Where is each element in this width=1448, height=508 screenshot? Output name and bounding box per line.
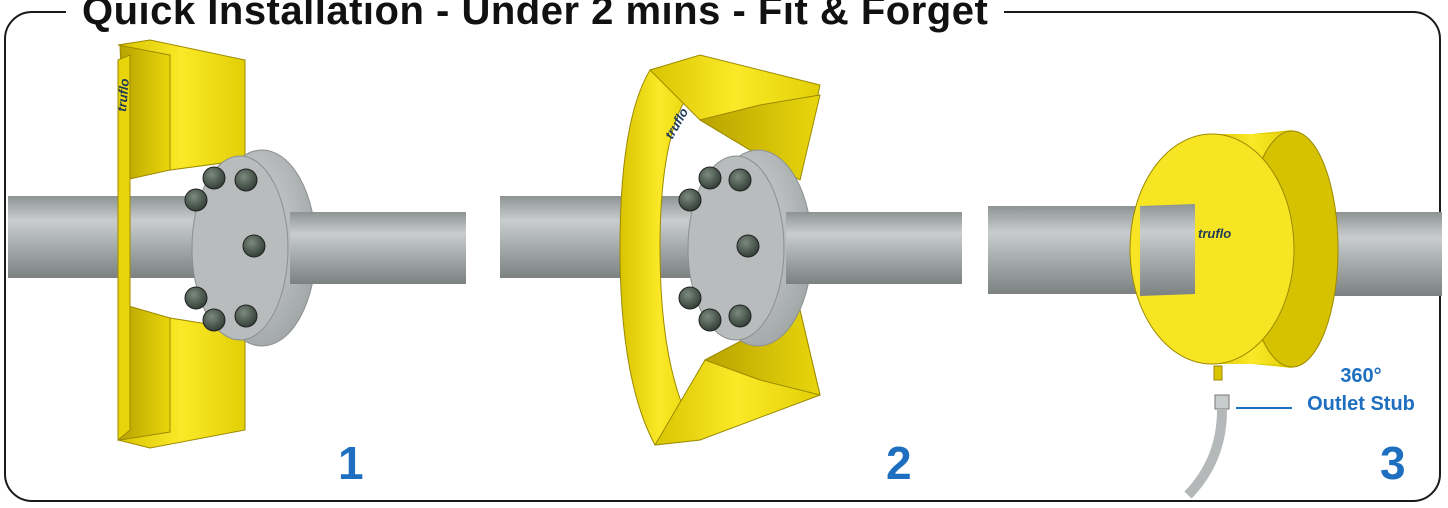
step-number-1: 1 xyxy=(338,437,364,489)
step-number-3: 3 xyxy=(1380,437,1406,489)
panel-frame: Quick Installation - Under 2 mins - Fit … xyxy=(4,0,1441,502)
brand-mark: truflo xyxy=(1198,226,1231,241)
brand-mark: truflo xyxy=(114,78,132,112)
step-3-illustration: truflo xyxy=(988,130,1442,499)
flange-bolts xyxy=(678,166,760,332)
pipe-segment xyxy=(290,212,466,284)
flange-bolts xyxy=(184,166,266,332)
step-2-illustration: truflo xyxy=(500,54,962,446)
pipe-segment xyxy=(8,196,208,278)
callout-line-2: Outlet Stub xyxy=(1307,393,1415,415)
drain-hose xyxy=(1184,409,1227,499)
hose-fitting xyxy=(1214,394,1230,410)
headline: Quick Installation - Under 2 mins - Fit … xyxy=(66,0,1005,31)
step-1-illustration: truflo xyxy=(8,39,466,449)
step-number-2: 2 xyxy=(886,437,912,489)
pipe-segment xyxy=(500,196,700,278)
outlet-stub-callout: 360° Outlet Stub xyxy=(1296,362,1426,418)
outlet-stub xyxy=(1213,365,1223,381)
pipe-segment xyxy=(786,212,962,284)
callout-line-1: 360° xyxy=(1340,365,1382,387)
